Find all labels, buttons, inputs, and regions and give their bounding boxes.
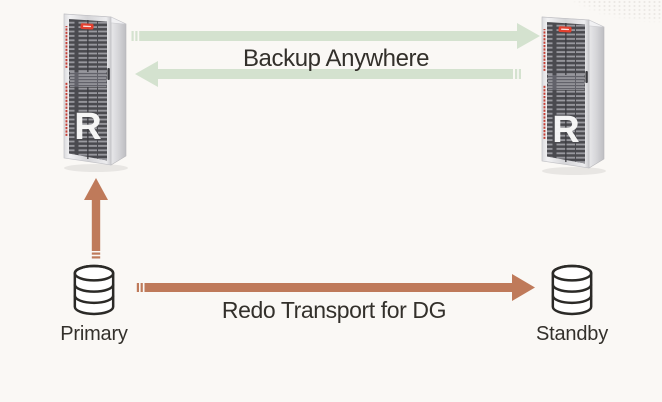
database-icon-primary <box>73 264 115 316</box>
database-icon-standby <box>551 264 593 316</box>
primary-to-appliance-arrow <box>84 178 108 259</box>
rack-letter: R <box>74 106 101 148</box>
backup-anywhere-arrow-left <box>135 61 521 87</box>
oracle-badge-icon <box>80 23 94 30</box>
backup-anywhere-label: Backup Anywhere <box>242 45 430 72</box>
redo-transport-label: Redo Transport for DG <box>221 297 447 323</box>
rack-red-side-text <box>65 26 69 68</box>
server-rack-icon: R <box>63 13 128 172</box>
rack-red-side-text <box>543 29 547 71</box>
rack-red-side-text <box>543 85 547 139</box>
recovery-appliance-rack-left: R <box>63 13 128 172</box>
backup-anywhere-arrow-right <box>131 23 540 49</box>
primary-label: Primary <box>60 323 128 345</box>
recovery-appliance-rack-right: R <box>541 16 606 175</box>
rack-letter: R <box>552 109 579 151</box>
redo-transport-arrow <box>136 274 535 301</box>
rack-red-side-text <box>65 82 69 136</box>
server-rack-icon: R <box>541 16 606 175</box>
standby-label: Standby <box>536 323 608 345</box>
oracle-badge-icon <box>558 26 572 33</box>
